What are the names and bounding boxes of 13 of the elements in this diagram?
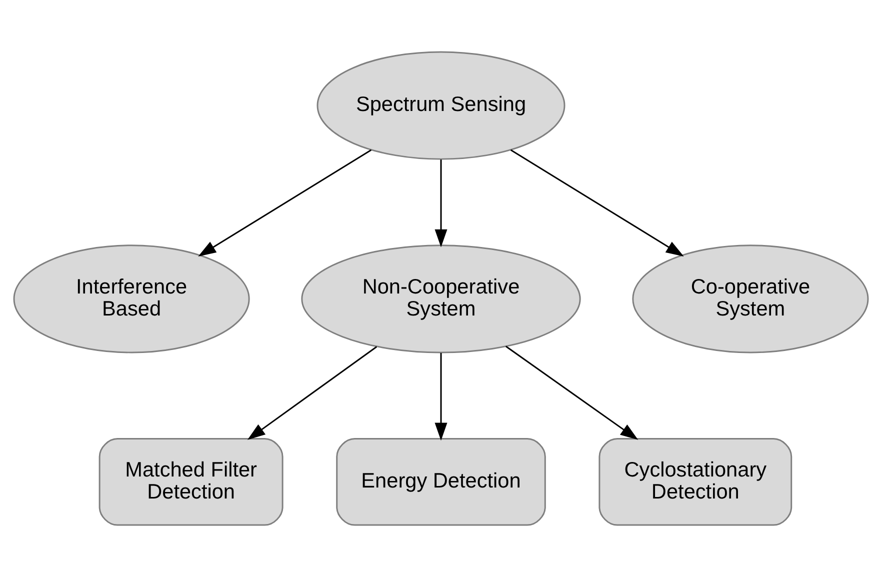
node-ellipse: Interference Based [13, 244, 250, 354]
node-box: Energy Detection [336, 438, 546, 526]
arrow [198, 149, 372, 256]
arrow [434, 160, 448, 248]
node-ellipse: Spectrum Sensing [316, 51, 566, 160]
node-ellipse: Co-operative System [632, 244, 869, 354]
node-box: Matched Filter Detection [98, 438, 284, 526]
arrow [505, 346, 638, 440]
node-box: Cyclostationary Detection [598, 438, 792, 526]
arrow [434, 352, 448, 441]
arrow [247, 346, 378, 440]
node-ellipse: Non-Cooperative System [301, 244, 581, 354]
arrow [510, 149, 684, 256]
